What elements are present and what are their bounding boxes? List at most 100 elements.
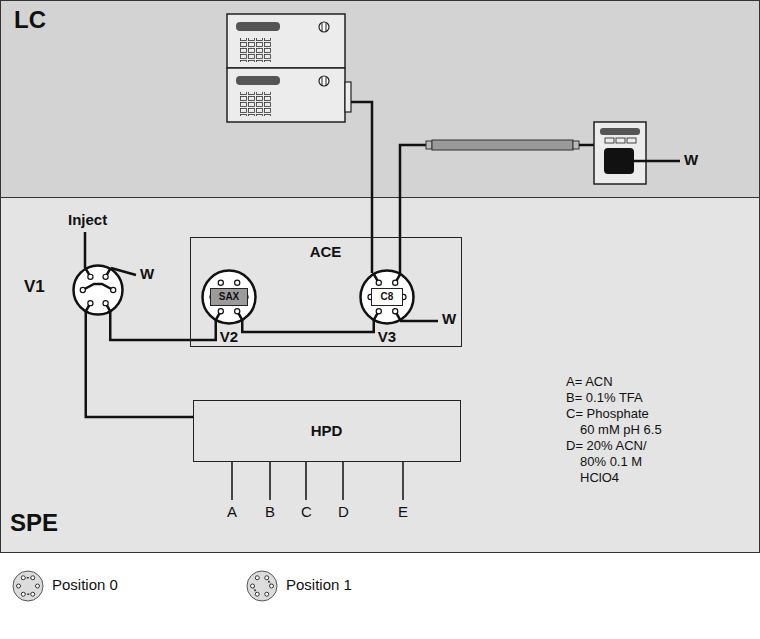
detector-cell [604, 148, 634, 174]
port-label: D [338, 504, 349, 520]
port-stub [85, 303, 90, 312]
port-stub [373, 311, 379, 321]
port-label: E [398, 504, 408, 520]
ace-ground [190, 237, 462, 347]
valve-drawing [72, 264, 124, 316]
tubing-connector [86, 311, 193, 417]
valve-channel [253, 586, 258, 594]
node-label: LC [14, 6, 46, 34]
valve-channel [267, 578, 272, 586]
process-box: ACE V2SAX V3C8 [190, 237, 462, 347]
process-box: HPD [193, 400, 461, 462]
valve-port [265, 592, 269, 596]
lc-band-ground [1, 1, 760, 198]
tubing [351, 102, 372, 273]
valve-circle: V2SAX [201, 269, 257, 325]
port-label: C [301, 504, 312, 520]
node-label: SPE [10, 509, 58, 537]
solvent-note: A= ACN [566, 374, 664, 390]
valve-position-icon [242, 566, 282, 606]
valve-channel [23, 593, 33, 595]
node-label: SAX [219, 291, 240, 303]
valve-port [210, 294, 215, 299]
node-label: HPD [311, 422, 343, 439]
port-stub [106, 303, 111, 312]
valve-port [235, 280, 240, 285]
port-label: W [684, 152, 698, 168]
valve-port [251, 584, 255, 588]
valve-port [235, 309, 240, 314]
pump-lower [227, 68, 345, 122]
detector-key [627, 138, 636, 143]
valve-circle: V3C8 [359, 269, 415, 325]
valve-channel [83, 284, 113, 290]
process-box: C8 [371, 288, 403, 306]
spe-band-ground [1, 198, 760, 553]
valve-port [376, 309, 381, 314]
waste-line [111, 268, 136, 275]
valve-body [361, 271, 414, 324]
detector-key [616, 138, 625, 143]
valve-drawing [359, 269, 415, 325]
port-stub [395, 273, 401, 283]
valve-body [247, 571, 277, 601]
valve-body [203, 271, 256, 324]
valve-drawing [201, 269, 257, 325]
valve-port [88, 301, 93, 306]
pump-outlet [345, 82, 351, 112]
port-label: W [140, 266, 154, 282]
valve-port [255, 592, 259, 596]
inject-line [84, 232, 87, 268]
valve-port [218, 280, 223, 285]
port-stub [373, 273, 379, 283]
valve-port [270, 584, 274, 588]
valve-body [74, 266, 123, 315]
valve-port [21, 592, 25, 596]
port-stub [106, 268, 111, 277]
solvent-note: C= Phosphate 60 mM pH 6.5 [566, 406, 664, 438]
valve-port [111, 287, 116, 292]
valve-circle: V1 [72, 264, 124, 316]
valve-port [393, 309, 398, 314]
node-label: V1 [24, 277, 45, 297]
process-box: SAX [210, 288, 248, 306]
node-label: C8 [381, 291, 394, 303]
valve-port [103, 274, 108, 279]
legend-text: Position 0 [52, 577, 118, 593]
solvent-lines [232, 462, 403, 500]
tubing-connector [110, 311, 216, 340]
port-label: A [227, 504, 237, 520]
pump-upper [227, 14, 345, 68]
valve-port [368, 294, 373, 299]
port-label: W [442, 311, 456, 327]
port-label: Inject [68, 212, 107, 228]
tubing-connector [242, 320, 374, 332]
detector-body [594, 122, 646, 184]
waste-line [634, 160, 680, 163]
valve-port [17, 584, 21, 588]
valve-port [36, 584, 40, 588]
solvent-note: B= 0.1% TFA [566, 390, 664, 406]
valve-port [401, 294, 406, 299]
port-label: B [265, 504, 275, 520]
valve-port [31, 576, 35, 580]
solvent-note: D= 20% ACN/ 80% 0.1 M HClO4 [566, 438, 664, 486]
detector-key [605, 138, 614, 143]
valve-port [88, 274, 93, 279]
lc-column [432, 140, 573, 150]
waste-line [400, 320, 438, 323]
valve-port [376, 280, 381, 285]
port-stub [395, 311, 401, 321]
valve-channel [23, 577, 33, 579]
valve-port [243, 294, 248, 299]
valve-body [13, 571, 43, 601]
node-label: ACE [310, 243, 342, 260]
column-fitting [573, 141, 579, 149]
valve-port [80, 287, 85, 292]
